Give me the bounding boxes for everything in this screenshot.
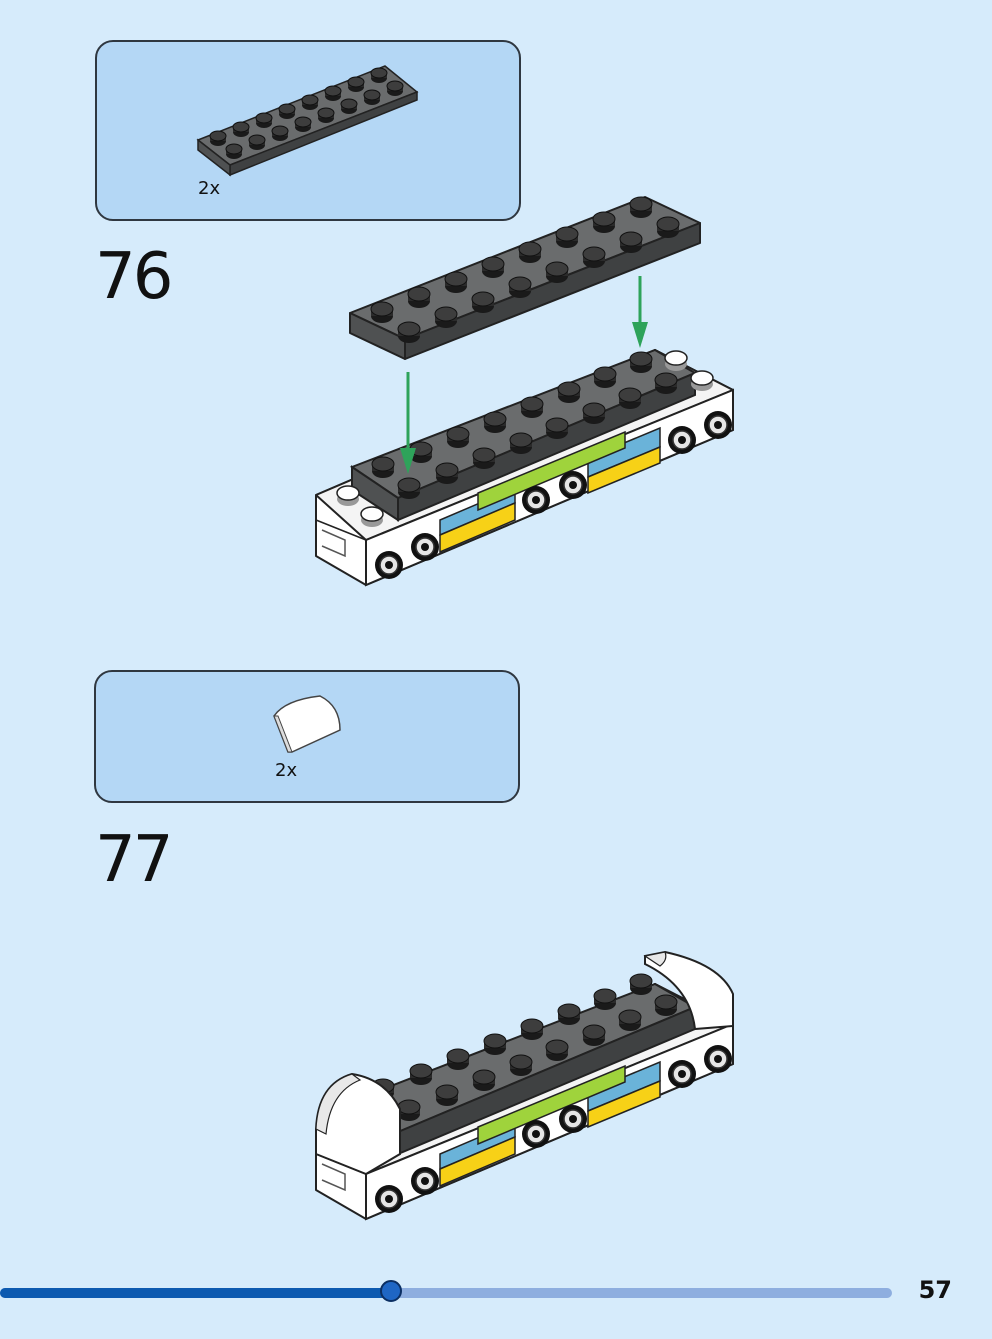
part-quantity-77: 2x — [275, 760, 298, 781]
step-76-model — [316, 196, 733, 585]
part-quantity-76: 2x — [198, 178, 221, 199]
placement-arrow — [400, 276, 648, 474]
dark-gray-2x8-plate-icon — [196, 65, 419, 177]
step-77-model — [315, 950, 734, 1219]
progress-bar — [0, 1280, 892, 1302]
progress-fill — [0, 1288, 391, 1298]
page-number: 57 — [918, 1276, 952, 1304]
white-curved-slope-brick-icon — [273, 695, 341, 753]
parts-callout-77 — [94, 670, 520, 803]
progress-knob — [380, 1280, 402, 1302]
step-number-76: 76 — [95, 240, 173, 314]
step-number-77: 77 — [95, 823, 173, 897]
